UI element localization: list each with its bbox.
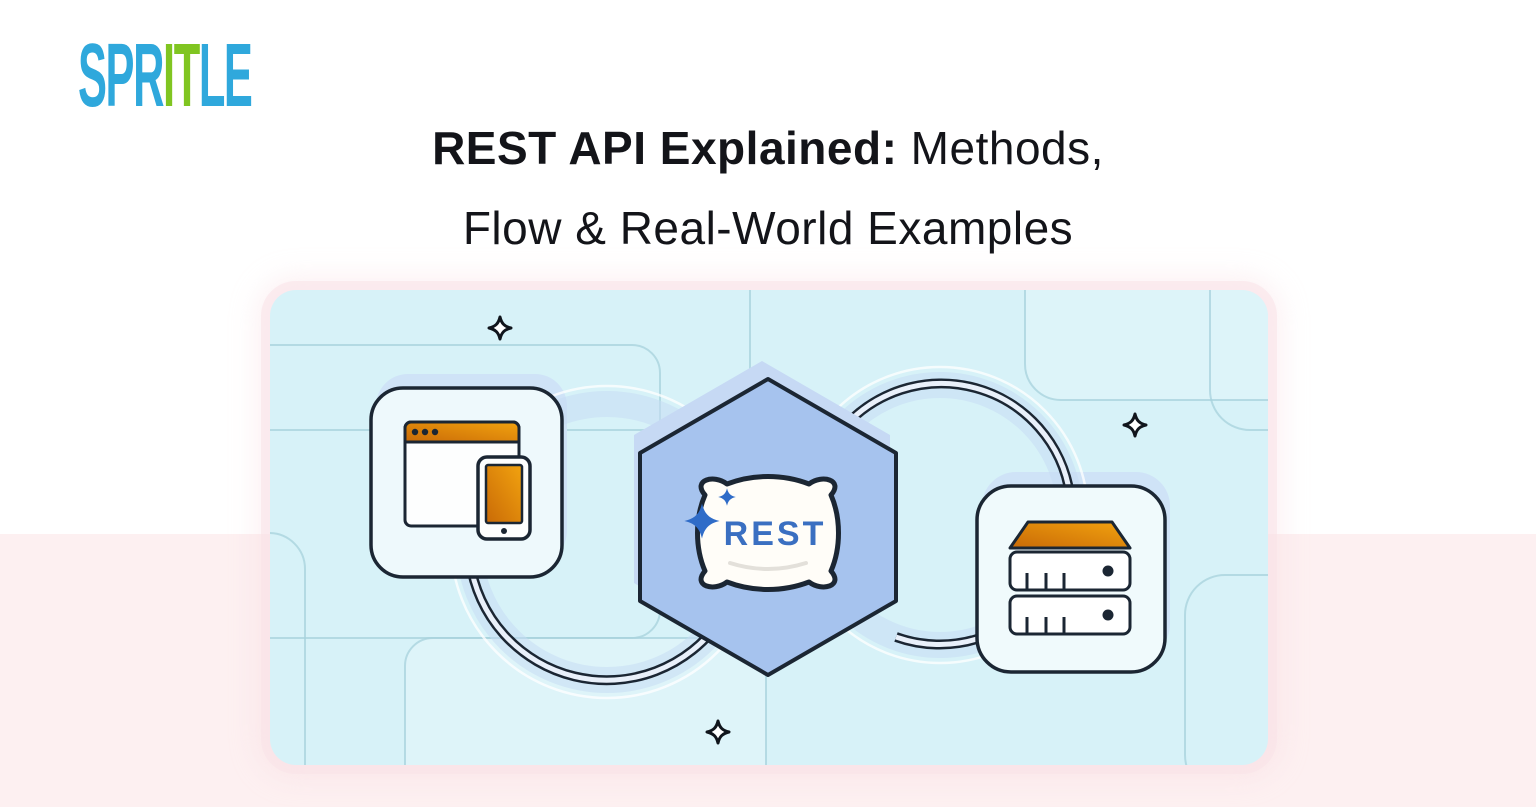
server-card [975, 484, 1167, 674]
page-title: REST API Explained: Methods, Flow & Real… [0, 108, 1536, 268]
client-card [369, 386, 564, 579]
title-line-2: Flow & Real-World Examples [462, 202, 1074, 254]
title-line-1-bold: REST API Explained: [432, 122, 898, 174]
sparkle-icon-bottom [705, 719, 731, 745]
sparkle-icon-right [1122, 412, 1148, 438]
big-star-icon [684, 503, 720, 539]
server-stack-icon [1008, 520, 1132, 636]
logo-segment-le: LE [198, 26, 253, 127]
logo-segment-spr: SPR [78, 26, 164, 127]
sparkle-icons [487, 315, 1148, 745]
rest-hexagon: REST [638, 377, 898, 677]
spritle-logo[interactable]: SPRITLE [78, 31, 253, 122]
small-sparkle-icon [718, 488, 736, 506]
rest-label: REST [724, 515, 827, 553]
rest-pillow-icon: REST [684, 474, 841, 592]
illustration-panel: REST [270, 290, 1268, 765]
title-line-1-regular: Methods, [897, 122, 1104, 174]
title-line-1: REST API Explained: Methods, [0, 108, 1536, 188]
sparkle-icon-top [487, 315, 513, 341]
rest-api-illustration: REST [270, 290, 1268, 765]
logo-segment-it: IT [163, 26, 200, 127]
smartphone-icon [476, 455, 532, 541]
